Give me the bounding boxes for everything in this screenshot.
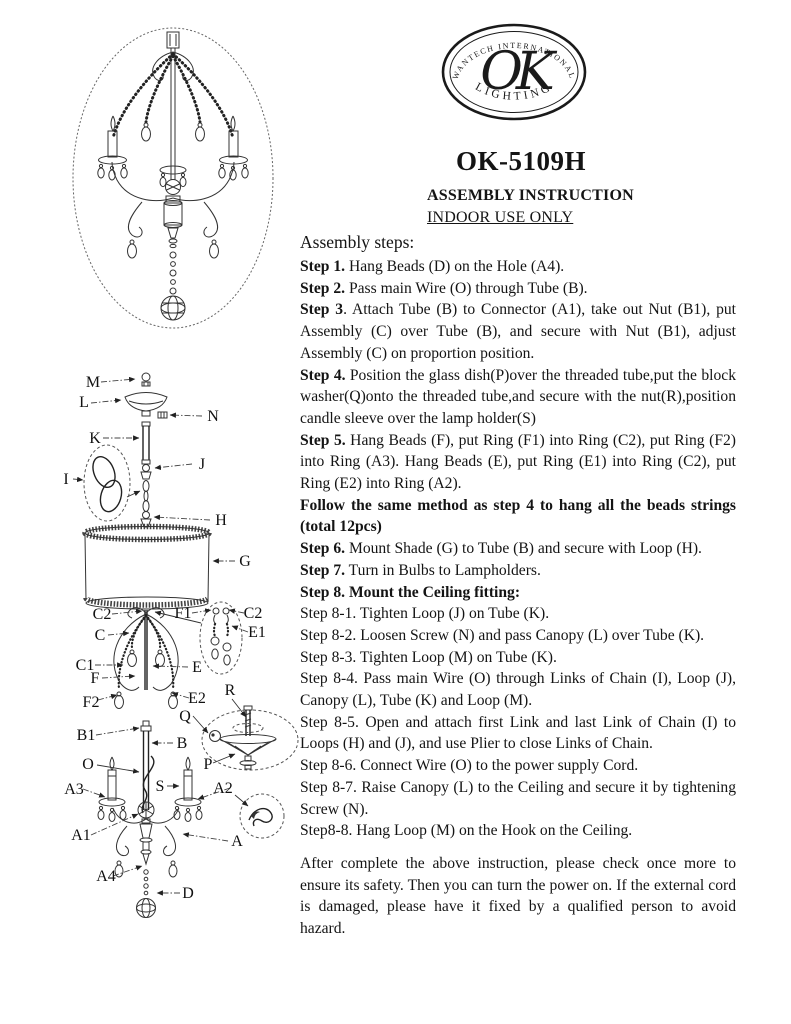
part-label-H: H bbox=[215, 512, 227, 529]
part-label-S: S bbox=[156, 778, 165, 795]
part-label-N: N bbox=[207, 408, 219, 425]
assembly-instructions: Assembly steps: Step 1. Hang Beads (D) o… bbox=[300, 231, 736, 940]
part-label-C2-inset: C2 bbox=[244, 605, 263, 622]
brand-logo: WANTECH INTERNATIONAL OK LIGHTING bbox=[441, 23, 587, 121]
instruction-step: Step 4. Position the glass dish(P)over t… bbox=[300, 366, 736, 427]
part-label-A: A bbox=[231, 833, 243, 850]
instruction-step: Step8-8. Hang Loop (M) on the Hook on th… bbox=[300, 822, 633, 840]
instruction-step: Step 8-3. Tighten Loop (M) on Tube (K). bbox=[300, 648, 557, 666]
part-label-Q: Q bbox=[179, 708, 191, 725]
part-label-A3: A3 bbox=[64, 781, 84, 798]
part-label-E1: E1 bbox=[248, 624, 266, 641]
leader-lines bbox=[72, 376, 249, 896]
model-number-title: OK-5109H bbox=[456, 146, 586, 176]
instruction-step: Step 8-2. Loosen Screw (N) and pass Cano… bbox=[300, 626, 705, 644]
part-label-G: G bbox=[239, 553, 251, 570]
part-label-B: B bbox=[177, 735, 188, 752]
part-label-E: E bbox=[192, 659, 202, 676]
instruction-step: Step 2. Pass main Wire (O) through Tube … bbox=[300, 279, 588, 297]
part-label-P: P bbox=[204, 756, 213, 773]
assembly-steps-list: Step 1. Hang Beads (D) on the Hole (A4).… bbox=[300, 256, 736, 842]
instruction-step: Step 8-4. Pass main Wire (O) through Lin… bbox=[300, 670, 736, 710]
instruction-step: Follow the same method as step 4 to hang… bbox=[300, 496, 736, 536]
part-label-M: M bbox=[86, 374, 100, 391]
part-label-J: J bbox=[199, 456, 205, 473]
part-label-F1: F1 bbox=[175, 605, 192, 622]
instruction-step: Step 7. Turn in Bulbs to Lampholders. bbox=[300, 561, 541, 579]
instruction-step: Step 5. Hang Beads (F), put Ring (F1) in… bbox=[300, 431, 736, 493]
part-label-A2: A2 bbox=[213, 780, 233, 797]
parts-drawing bbox=[82, 372, 299, 918]
instruction-step: Step 8-5. Open and attach first Link and… bbox=[300, 713, 736, 753]
instruction-step: Step 3. Attach Tube (B) to Connector (A1… bbox=[300, 301, 736, 362]
part-label-L: L bbox=[79, 394, 89, 411]
part-label-K: K bbox=[89, 430, 101, 447]
instruction-step: Step 8. Mount the Ceiling fitting: bbox=[300, 583, 521, 601]
part-label-D: D bbox=[182, 885, 194, 902]
part-label-C2-left: C2 bbox=[93, 606, 112, 623]
part-label-C: C bbox=[95, 627, 106, 644]
indoor-use-only-heading: INDOOR USE ONLY bbox=[427, 209, 574, 226]
part-label-E2: E2 bbox=[188, 690, 206, 707]
instruction-step: Step 8-6. Connect Wire (O) to the power … bbox=[300, 757, 639, 775]
instruction-step: Step 6. Mount Shade (G) to Tube (B) and … bbox=[300, 540, 702, 558]
parts-diagram: MLNKJIHGC2F1C2CE1C1EFF2E2RQB1BOPSA3A2A1A… bbox=[63, 372, 299, 918]
closing-paragraph: After complete the above instruction, pl… bbox=[300, 854, 736, 938]
part-label-F: F bbox=[91, 670, 100, 687]
chandelier-drawing bbox=[97, 31, 249, 321]
part-label-A4: A4 bbox=[96, 868, 116, 885]
part-label-I: I bbox=[63, 471, 68, 488]
part-label-R: R bbox=[225, 682, 236, 699]
part-label-O: O bbox=[82, 756, 94, 773]
logo-inner-oval bbox=[449, 31, 579, 113]
part-label-A1: A1 bbox=[71, 827, 91, 844]
part-label-F2: F2 bbox=[83, 694, 100, 711]
oval-border bbox=[72, 27, 274, 329]
part-label-C1: C1 bbox=[76, 657, 95, 674]
part-label-B1: B1 bbox=[77, 727, 96, 744]
logo-outer-oval bbox=[441, 23, 587, 121]
instruction-step: Step 1. Hang Beads (D) on the Hole (A4). bbox=[300, 258, 565, 275]
chandelier-illustration bbox=[72, 27, 274, 329]
instruction-step: Step 8-1. Tighten Loop (J) on Tube (K). bbox=[300, 605, 550, 623]
assembly-instruction-heading: ASSEMBLY INSTRUCTION bbox=[427, 187, 634, 204]
assembly-steps-heading: Assembly steps: bbox=[300, 232, 415, 252]
instruction-step: Step 8-7. Raise Canopy (L) to the Ceilin… bbox=[300, 778, 736, 818]
